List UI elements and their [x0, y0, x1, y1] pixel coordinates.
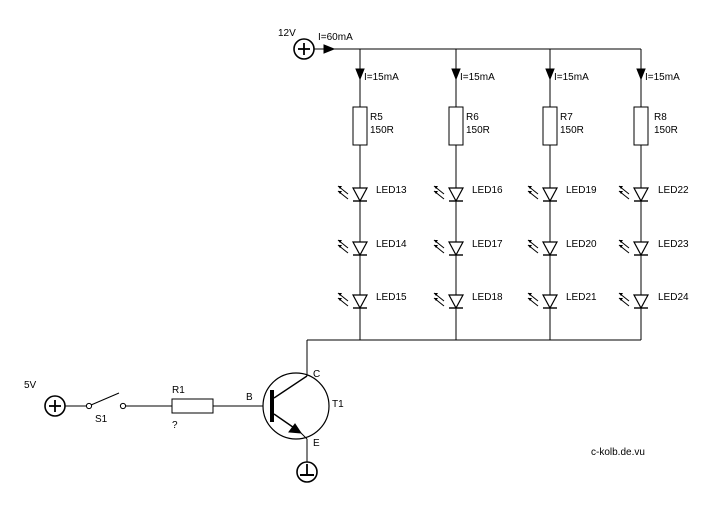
- led-label: LED21: [566, 292, 597, 303]
- led-label: LED19: [566, 185, 597, 196]
- branch-3: I=15mA R7 150R LED19 LED20 LED21: [527, 49, 597, 340]
- transistor-base-bar: [270, 390, 274, 422]
- resistor-name: R6: [466, 112, 479, 123]
- emitter-arrow-icon: [288, 423, 302, 434]
- led-label: LED24: [658, 292, 689, 303]
- supply-12v-icon: [293, 38, 315, 60]
- resistor-value: 150R: [466, 125, 490, 136]
- current-arrow-icon: [323, 44, 336, 54]
- branch-current-label: I=15mA: [554, 72, 589, 83]
- supply-12v: 12V I=60mA: [278, 28, 641, 60]
- transistor-body: [262, 372, 330, 440]
- resistor-value: 150R: [654, 125, 678, 136]
- branch-current-label: I=15mA: [364, 72, 399, 83]
- resistor-r5: [352, 106, 368, 146]
- resistor-name: R5: [370, 112, 383, 123]
- branch-1: I=15mA R5 150R LED13 LED14 LED15: [337, 49, 407, 340]
- base-label: B: [246, 392, 253, 403]
- resistor-value: 150R: [560, 125, 584, 136]
- led-icon: [618, 292, 649, 309]
- collector-lead: [273, 375, 308, 399]
- credit-text: c-kolb.de.vu: [591, 447, 645, 458]
- led-label: LED18: [472, 292, 503, 303]
- supply-12v-current: I=60mA: [318, 32, 353, 43]
- resistor-name: R8: [654, 112, 667, 123]
- transistor-label: T1: [332, 399, 344, 410]
- led-label: LED20: [566, 239, 597, 250]
- branch-2: I=15mA R6 150R LED16 LED17 LED18: [433, 49, 503, 340]
- supply-12v-label: 12V: [278, 28, 296, 39]
- supply-5v-label: 5V: [24, 380, 37, 391]
- emitter-label: E: [313, 438, 320, 449]
- resistor-r1: [171, 398, 214, 414]
- led-icon: [618, 239, 649, 256]
- branch-current-label: I=15mA: [645, 72, 680, 83]
- branch-current-arrow-icon: [451, 68, 461, 81]
- branch-current-label: I=15mA: [460, 72, 495, 83]
- led-icon: [527, 185, 558, 202]
- led-label: LED17: [472, 239, 503, 250]
- branch-current-arrow-icon: [545, 68, 555, 81]
- led-icon: [337, 185, 368, 202]
- collector-label: C: [313, 369, 320, 380]
- supply-5v-icon: [44, 395, 66, 417]
- input-circuit: 5V S1 R1 ? C: [24, 380, 271, 431]
- branch-current-arrow-icon: [355, 68, 365, 81]
- led-icon: [527, 292, 558, 309]
- resistor-r6: [448, 106, 464, 146]
- led-label: LED22: [658, 185, 689, 196]
- resistor-r1-value: ?: [172, 420, 178, 431]
- led-label: LED13: [376, 185, 407, 196]
- resistor-r7: [542, 106, 558, 146]
- resistor-r1-label: R1: [172, 385, 185, 396]
- led-icon: [527, 239, 558, 256]
- led-icon: [337, 239, 368, 256]
- led-icon: [433, 239, 464, 256]
- switch-contact-icon: [85, 402, 93, 410]
- switch-lever: [90, 392, 120, 406]
- resistor-r8: [633, 106, 649, 146]
- resistor-name: R7: [560, 112, 573, 123]
- led-icon: [618, 185, 649, 202]
- transistor-t1: C B E T1: [246, 368, 344, 462]
- led-label: LED16: [472, 185, 503, 196]
- switch-contact-icon: [119, 402, 127, 410]
- led-icon: [433, 185, 464, 202]
- ground-icon: [296, 461, 318, 483]
- branch-4: I=15mA R8 150R LED22 LED23 LED24: [618, 49, 689, 340]
- branch-current-arrow-icon: [636, 68, 646, 81]
- switch-label: S1: [95, 414, 108, 425]
- resistor-value: 150R: [370, 125, 394, 136]
- led-label: LED23: [658, 239, 689, 250]
- led-label: LED15: [376, 292, 407, 303]
- led-icon: [433, 292, 464, 309]
- led-icon: [337, 292, 368, 309]
- led-label: LED14: [376, 239, 407, 250]
